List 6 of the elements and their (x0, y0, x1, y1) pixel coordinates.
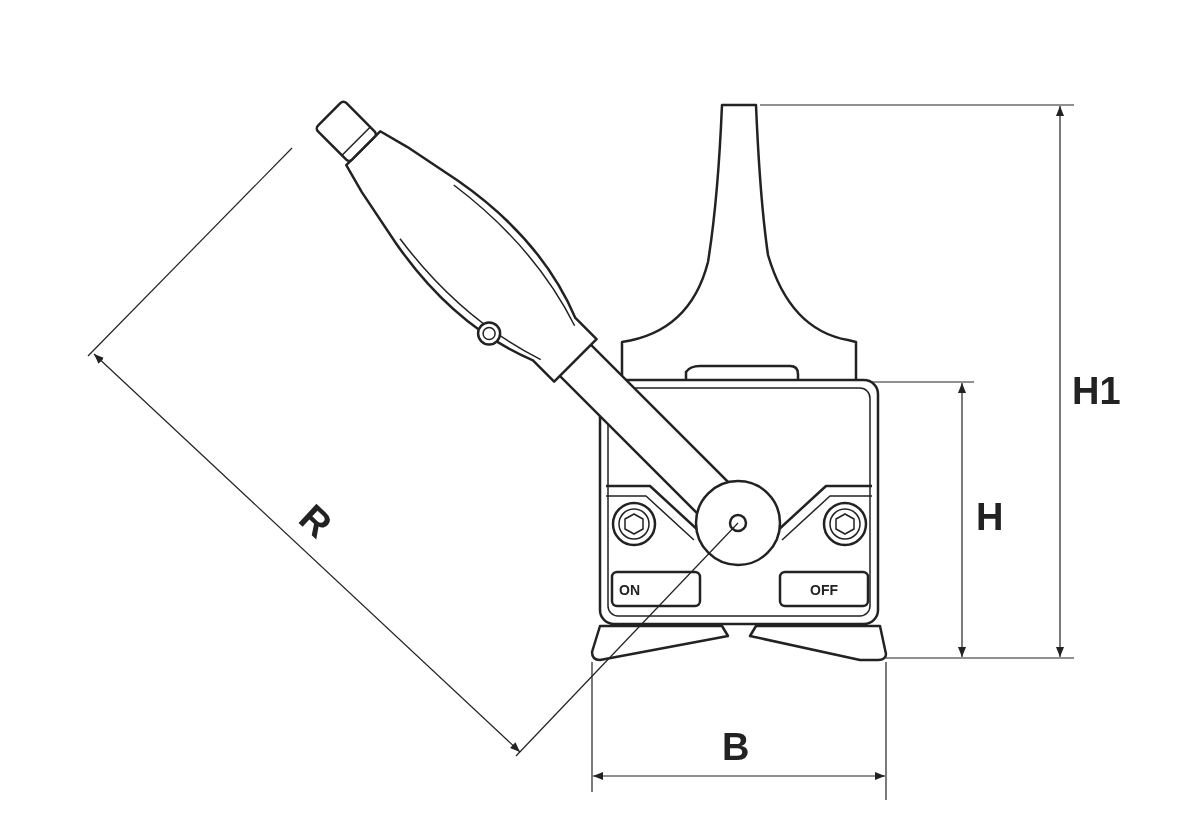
dimension-label: B (722, 728, 750, 766)
dimension-label: H (976, 498, 1004, 536)
dimension-label: R (292, 497, 339, 545)
switch-label: OFF (810, 583, 838, 597)
switch-label: ON (619, 583, 640, 597)
dimension-label: H1 (1072, 372, 1121, 410)
